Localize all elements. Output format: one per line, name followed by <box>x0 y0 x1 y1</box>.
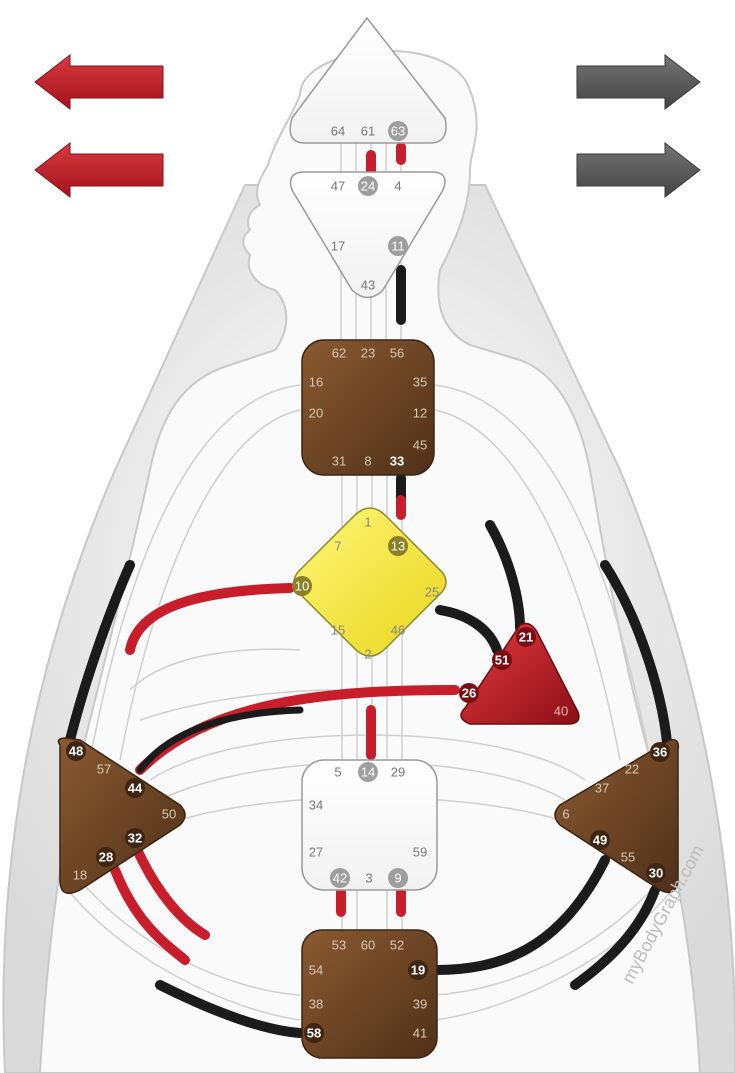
gate-label: 49 <box>593 833 607 848</box>
ajna-center <box>289 171 446 299</box>
gate-label: 2 <box>364 647 371 662</box>
arrow-left-icon <box>34 141 164 199</box>
gate-label: 3 <box>365 871 372 886</box>
gate-label: 58 <box>307 1026 321 1041</box>
root-center <box>301 929 438 1059</box>
gate-label: 47 <box>331 179 345 194</box>
gate-label: 38 <box>309 997 323 1012</box>
gate-label: 45 <box>413 438 427 453</box>
gate-label: 21 <box>519 630 533 645</box>
gate-label: 53 <box>332 938 346 953</box>
gate-label: 8 <box>364 454 371 469</box>
gate-label: 7 <box>334 539 341 554</box>
arrow-right-icon <box>576 53 701 111</box>
gate-label: 13 <box>391 539 405 554</box>
arrow-right-top <box>576 53 701 111</box>
gate-label: 4 <box>394 179 401 194</box>
gate-label: 19 <box>411 963 425 978</box>
arrow-right-bottom <box>576 141 701 199</box>
gate-label: 54 <box>309 963 323 978</box>
g-center <box>293 507 447 657</box>
gate-label: 1 <box>364 515 371 530</box>
spleen-center <box>57 737 186 895</box>
gate-label: 22 <box>625 762 639 777</box>
gate-label: 30 <box>649 866 663 881</box>
gate-label: 31 <box>332 454 346 469</box>
gate-label: 29 <box>391 765 405 780</box>
gate-label: 23 <box>361 346 375 361</box>
gate-label: 51 <box>495 653 509 668</box>
gate-label: 48 <box>69 744 83 759</box>
gate-label: 39 <box>413 997 427 1012</box>
gate-label: 9 <box>394 871 401 886</box>
gate-label: 63 <box>391 124 405 139</box>
gate-label: 16 <box>309 375 323 390</box>
gate-label: 17 <box>331 239 345 254</box>
active-gate-markers <box>66 121 670 1043</box>
gate-label: 60 <box>361 938 375 953</box>
gate-label: 61 <box>361 124 375 139</box>
gate-label: 32 <box>128 831 142 846</box>
gate-label: 28 <box>99 850 113 865</box>
gate-label: 10 <box>295 579 309 594</box>
gate-label: 37 <box>595 781 609 796</box>
arrow-left-icon <box>34 53 164 111</box>
gate-label: 56 <box>390 346 404 361</box>
sacral-center <box>301 759 438 891</box>
head-center <box>289 16 447 144</box>
arrow-right-icon <box>576 141 701 199</box>
gate-label: 62 <box>332 346 346 361</box>
gate-label: 43 <box>361 278 375 293</box>
gate-label: 27 <box>309 845 323 860</box>
throat-center <box>301 339 435 476</box>
arrow-left-bottom <box>34 141 164 199</box>
defined-channels <box>65 142 673 1038</box>
gate-label: 14 <box>361 765 375 780</box>
gate-label: 26 <box>462 686 476 701</box>
gate-label: 46 <box>391 623 405 638</box>
gate-label: 44 <box>128 781 143 796</box>
gate-label: 12 <box>413 406 427 421</box>
arrow-left-top <box>34 53 164 111</box>
gate-label: 40 <box>554 704 568 719</box>
gate-label: 50 <box>162 807 176 822</box>
heart-center <box>460 622 580 725</box>
gate-label: 64 <box>331 124 345 139</box>
gate-label: 18 <box>73 868 87 883</box>
gate-label: 36 <box>653 745 667 760</box>
solar-plexus-center <box>554 738 680 894</box>
gate-label: 11 <box>391 239 405 254</box>
gate-label: 20 <box>309 406 323 421</box>
gate-label: 52 <box>390 938 404 953</box>
gate-label: 34 <box>309 798 323 813</box>
gate-label: 57 <box>97 762 111 777</box>
gate-label: 6 <box>562 807 569 822</box>
gate-label: 25 <box>425 585 439 600</box>
gate-label: 35 <box>413 375 427 390</box>
gate-label: 15 <box>331 623 345 638</box>
gate-label: 5 <box>334 765 341 780</box>
gate-label: 24 <box>361 179 375 194</box>
gate-label: 42 <box>333 871 347 886</box>
gate-label: 55 <box>621 850 635 865</box>
gate-label: 59 <box>413 845 427 860</box>
gate-label: 41 <box>413 1026 427 1041</box>
gate-label: 33 <box>390 454 404 469</box>
